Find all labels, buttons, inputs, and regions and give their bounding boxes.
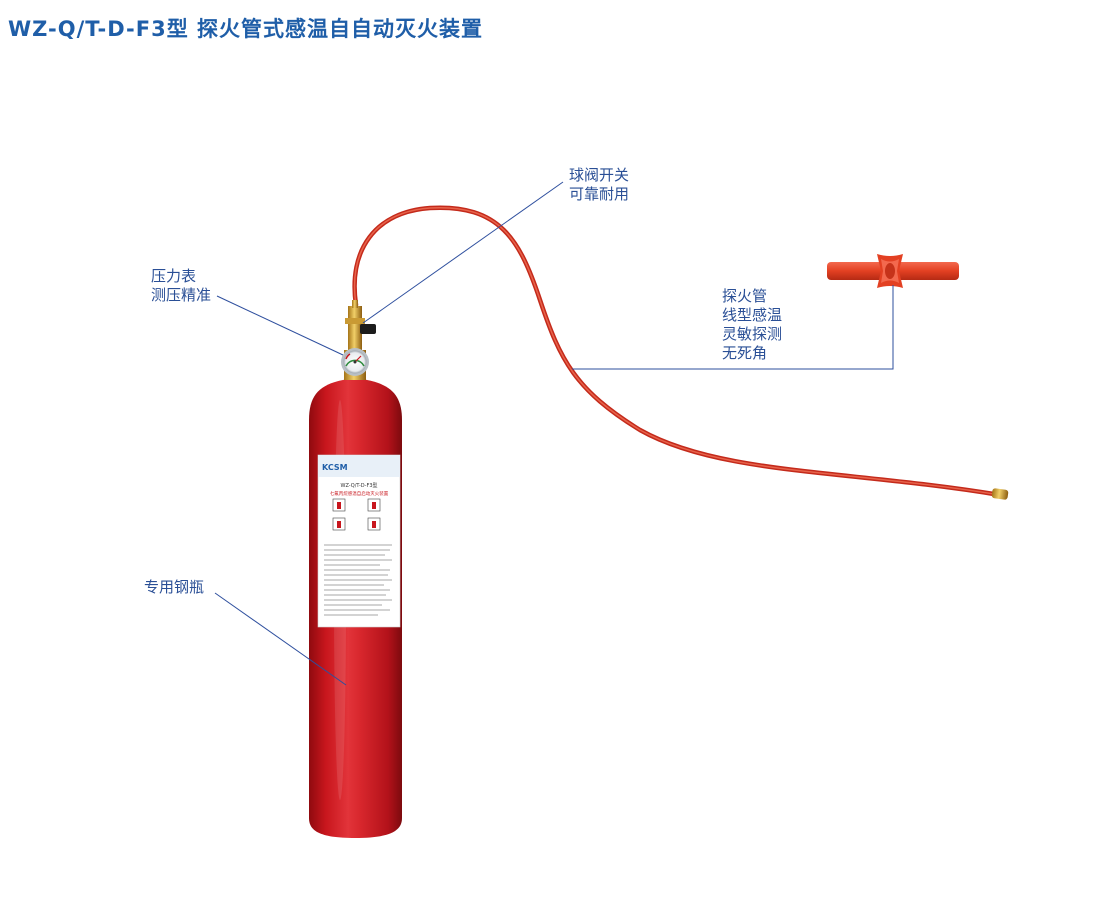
callout-tube: 探火管 线型感温 灵敏探测 无死角 xyxy=(722,287,782,363)
callout-cylinder: 专用钢瓶 xyxy=(144,578,204,597)
leader-lines xyxy=(214,181,894,686)
label-pictograms xyxy=(332,498,381,531)
label-fine-print xyxy=(324,544,392,616)
leader-cylinder xyxy=(214,592,347,686)
product-label-model: WZ-Q/T-D-F3型 xyxy=(341,482,378,489)
pressure-gauge-icon xyxy=(341,348,369,376)
callout-tube-line3: 灵敏探测 xyxy=(722,325,783,343)
steel-cylinder: KCSM WZ-Q/T-D-F3型 七氟丙烷感温自启动灭火装置 xyxy=(309,378,402,838)
detector-tube-closeup xyxy=(827,254,959,288)
tube-end-fitting xyxy=(991,488,1009,500)
page-title: WZ-Q/T-D-F3型 探火管式感温自自动灭火装置 xyxy=(8,17,484,41)
leader-valve xyxy=(362,181,564,324)
callout-valve-line1: 球阀开关 xyxy=(569,166,630,184)
leader-tube xyxy=(572,285,894,370)
callout-tube-line1: 探火管 xyxy=(722,287,768,305)
product-label-brand: KCSM xyxy=(322,463,348,472)
leader-gauge xyxy=(216,295,344,356)
callout-valve: 球阀开关 可靠耐用 xyxy=(569,166,629,204)
callout-cylinder-line1: 专用钢瓶 xyxy=(144,578,205,596)
detector-tube xyxy=(352,205,1003,498)
callout-gauge: 压力表 测压精准 xyxy=(151,267,211,305)
callout-gauge-line2: 测压精准 xyxy=(151,286,212,304)
callout-valve-line2: 可靠耐用 xyxy=(569,185,630,203)
callout-tube-line4: 无死角 xyxy=(722,344,768,362)
callout-tube-line2: 线型感温 xyxy=(722,306,783,324)
callout-gauge-line1: 压力表 xyxy=(151,267,197,285)
product-label-name: 七氟丙烷感温自启动灭火装置 xyxy=(330,490,389,497)
